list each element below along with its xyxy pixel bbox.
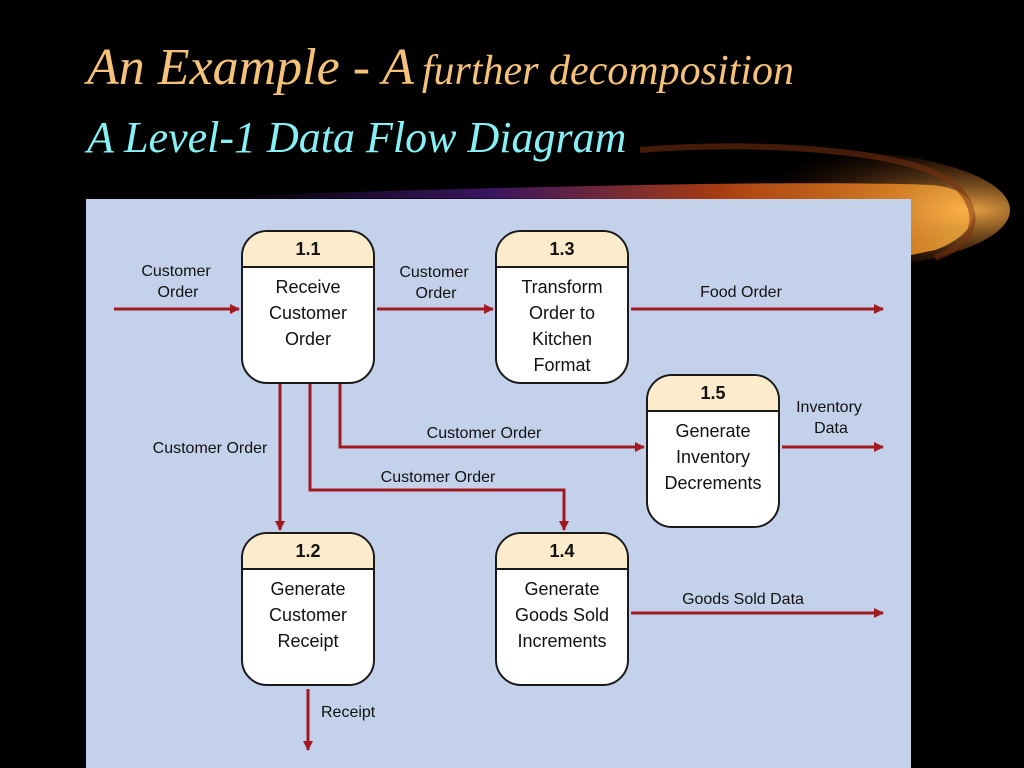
flow-to-1-5 <box>338 384 645 452</box>
slide-title-small: further decomposition <box>421 48 794 94</box>
flow-arrows: Customer Order Customer Order Food Order… <box>114 263 884 751</box>
label-inventory-data-l1: Inventory <box>796 399 862 416</box>
slide-title-main: An Example - A <box>87 39 414 96</box>
process-1-1: 1.1 Receive Customer Order <box>241 230 375 384</box>
label-to-1-3-l2: Order <box>416 285 458 302</box>
process-id: 1.5 <box>648 376 778 412</box>
label-food-order: Food Order <box>700 284 782 301</box>
process-name: Generate Inventory Decrements <box>664 421 762 493</box>
process-1-3: 1.3 Transform Order to Kitchen Format <box>495 230 629 384</box>
process-id: 1.4 <box>497 534 627 570</box>
process-1-5: 1.5 Generate Inventory Decrements <box>646 374 780 528</box>
slide-subtitle: A Level-1 Data Flow Diagram <box>87 113 627 162</box>
process-id: 1.3 <box>497 232 627 268</box>
diagram-panel: Customer Order Customer Order Food Order… <box>86 199 911 768</box>
process-name: Generate Goods Sold Increments <box>514 579 610 651</box>
label-goods-sold-data: Goods Sold Data <box>682 591 804 608</box>
process-1-4: 1.4 Generate Goods Sold Increments <box>495 532 629 686</box>
slide-title: An Example - A further decomposition <box>87 38 794 97</box>
process-name: Generate Customer Receipt <box>268 579 348 651</box>
label-inventory-data-l2: Data <box>814 420 848 437</box>
label-to-1-4: Customer Order <box>381 469 496 486</box>
process-1-2: 1.2 Generate Customer Receipt <box>241 532 375 686</box>
label-receipt: Receipt <box>321 704 376 721</box>
label-to-1-2: Customer Order <box>153 440 268 457</box>
process-id: 1.2 <box>243 534 373 570</box>
process-name: Transform Order to Kitchen Format <box>521 277 603 375</box>
process-name: Receive Customer Order <box>268 277 348 349</box>
process-id: 1.1 <box>243 232 373 268</box>
flow-to-1-4 <box>308 384 569 531</box>
label-to-1-3-l1: Customer <box>399 264 469 281</box>
label-in-customer-order-l1: Customer <box>141 263 211 280</box>
label-in-customer-order-l2: Order <box>158 284 200 301</box>
label-to-1-5: Customer Order <box>427 425 542 442</box>
